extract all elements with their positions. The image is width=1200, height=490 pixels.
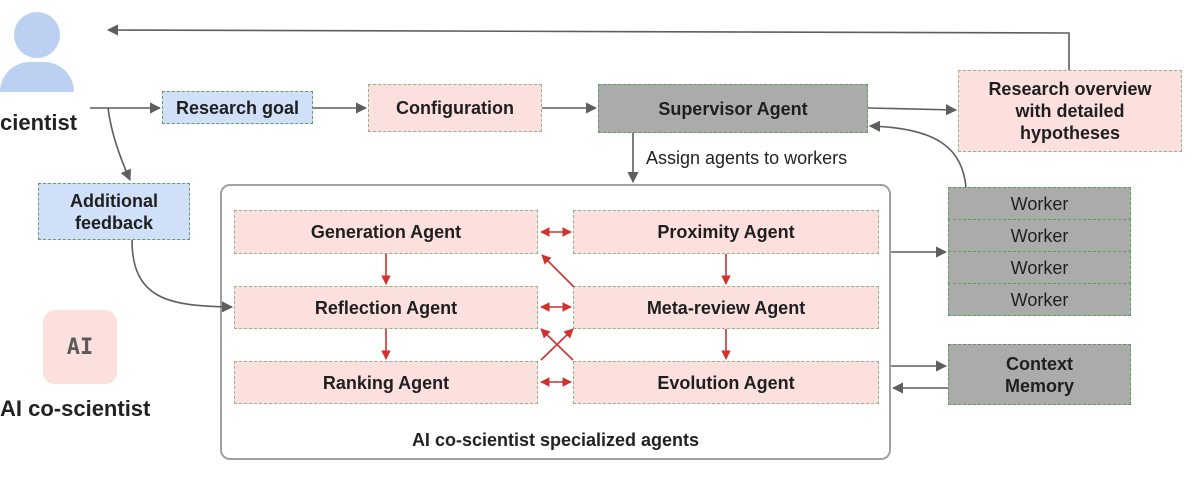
scientist-label: cientist — [0, 110, 78, 135]
workers-to-supervisor-arrow — [868, 120, 967, 188]
ranking-agent-box: Ranking Agent — [234, 361, 538, 404]
ai-icon: AI — [43, 310, 117, 384]
specialized-agents-container — [220, 184, 891, 460]
evolution-agent-box: Evolution Agent — [573, 361, 879, 404]
reflection-agent-box: Reflection Agent — [234, 286, 538, 329]
feedback-to-reflection-arrow — [131, 239, 234, 313]
proximity-agent-box: Proximity Agent — [573, 210, 879, 254]
assign-agents-label: Assign agents to workers — [646, 148, 848, 168]
supervisor-agent-box: Supervisor Agent — [598, 84, 868, 133]
feedback-loop-arrow — [106, 24, 1070, 70]
worker-box: Worker — [948, 283, 1131, 316]
research-overview-box: Research overview with detailed hypothes… — [958, 70, 1182, 152]
scientist-body-icon — [0, 62, 74, 92]
generation-agent-box: Generation Agent — [234, 210, 538, 254]
meta-review-agent-box: Meta-review Agent — [573, 286, 879, 329]
scientist-head-icon — [14, 12, 60, 58]
ai-co-scientist-label: AI co-scientist — [0, 396, 151, 421]
worker-box: Worker — [948, 187, 1131, 220]
metareview-to-ranking-arrow — [540, 328, 574, 361]
configuration-box: Configuration — [368, 84, 542, 132]
context-memory-box: Context Memory — [948, 344, 1131, 405]
additional-feedback-box: Additional feedback — [38, 183, 190, 240]
worker-box: Worker — [948, 219, 1131, 252]
research-goal-box: Research goal — [162, 91, 313, 124]
supervisor-to-overview-arrow — [867, 104, 958, 116]
metareview-to-generation-arrow — [541, 254, 575, 288]
scientist-to-feedback-arrow — [107, 107, 131, 182]
container-label: AI co-scientist specialized agents — [411, 430, 700, 450]
